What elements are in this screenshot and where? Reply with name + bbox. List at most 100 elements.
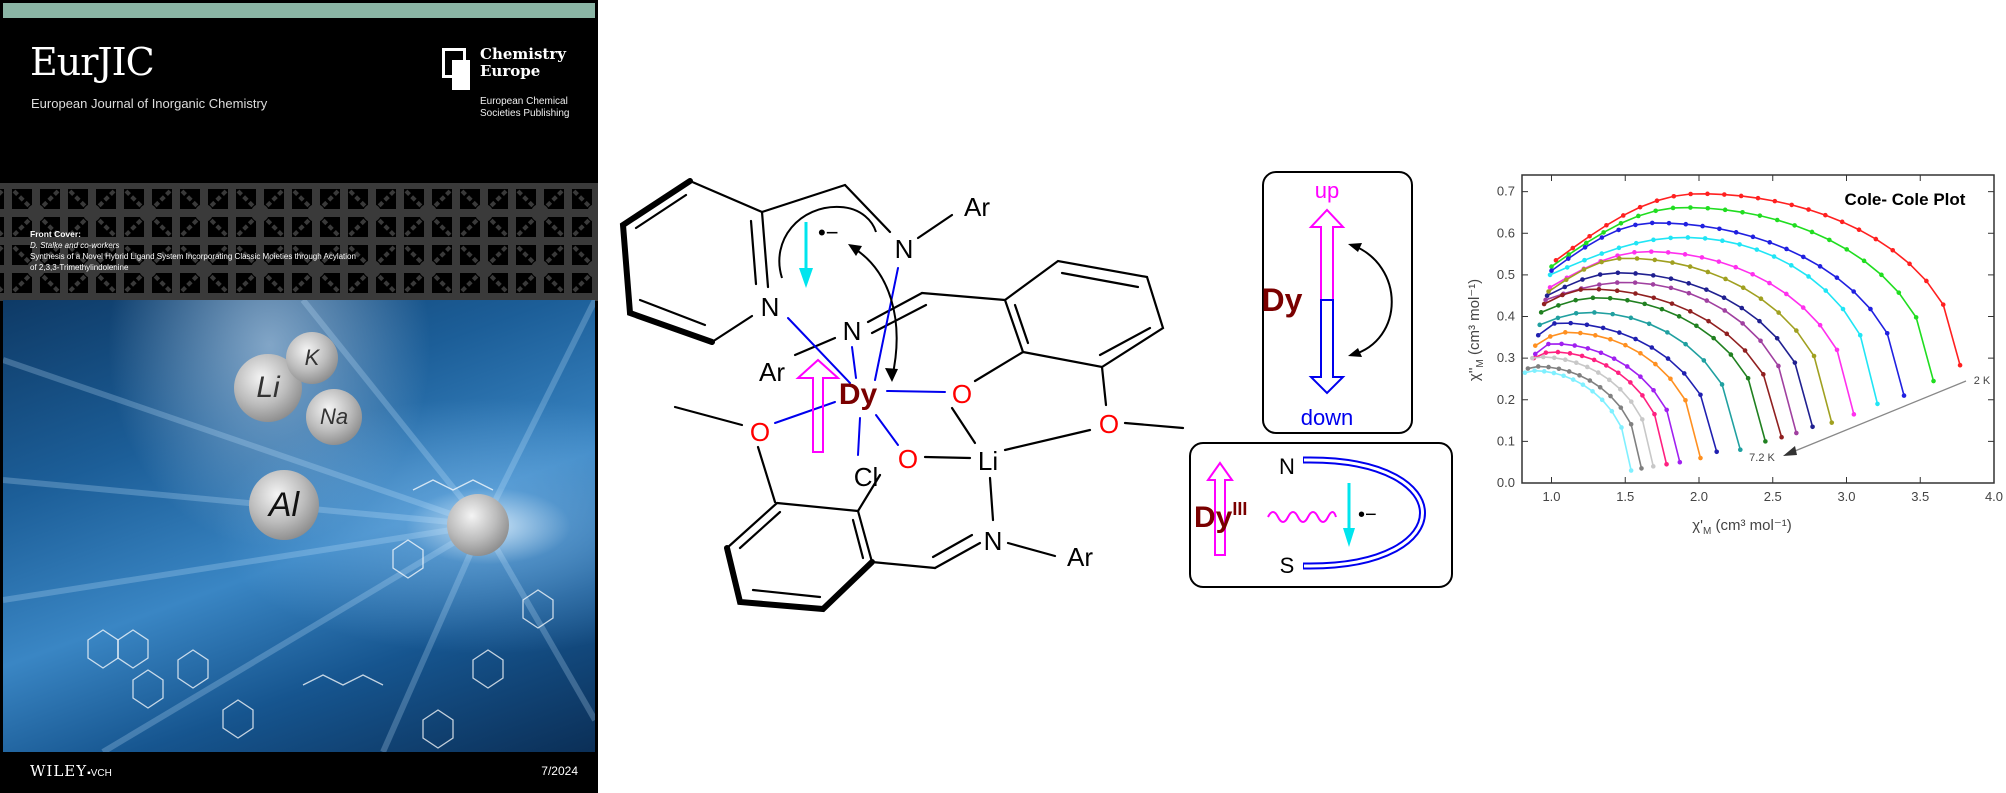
data-point bbox=[1683, 397, 1688, 403]
data-point bbox=[1817, 322, 1823, 328]
potassium-sphere: K bbox=[286, 332, 338, 384]
logo-line: Chemistry bbox=[480, 45, 566, 63]
data-point bbox=[1610, 311, 1615, 317]
data-point bbox=[1750, 234, 1756, 240]
data-point bbox=[1688, 205, 1693, 210]
series-line bbox=[1546, 272, 1814, 428]
series-s8 bbox=[1543, 280, 1799, 436]
data-point bbox=[1758, 296, 1764, 302]
radical-label: •− bbox=[1358, 504, 1377, 526]
y-tick-label: 0.6 bbox=[1497, 225, 1515, 240]
annotation-2k: 2 K bbox=[1974, 375, 1991, 387]
data-point bbox=[1573, 297, 1578, 303]
data-point bbox=[1650, 464, 1656, 469]
data-point bbox=[1722, 207, 1728, 213]
data-point bbox=[1719, 382, 1725, 387]
data-point bbox=[1763, 439, 1768, 444]
data-point bbox=[1901, 393, 1907, 398]
data-point bbox=[1651, 295, 1657, 301]
data-point bbox=[1615, 370, 1621, 376]
journal-title: EurJIC bbox=[30, 40, 155, 84]
data-point bbox=[1810, 424, 1815, 430]
data-point bbox=[1582, 245, 1588, 250]
sphere-label: Na bbox=[319, 404, 349, 429]
series-line bbox=[1549, 236, 1879, 405]
y-tick-label: 0.0 bbox=[1497, 475, 1515, 490]
data-point bbox=[1651, 387, 1656, 393]
exchange-coupling-box: DyIII •− N S bbox=[1189, 442, 1453, 588]
y-tick-label: 0.1 bbox=[1497, 433, 1515, 448]
data-point bbox=[1585, 364, 1590, 370]
x-tick-label: 3.0 bbox=[1837, 489, 1855, 504]
atom-ar-left: Ar bbox=[759, 357, 785, 387]
data-point bbox=[1779, 434, 1784, 440]
data-point bbox=[1572, 343, 1577, 348]
dy-spin-up-arrow bbox=[795, 358, 841, 453]
data-point bbox=[1646, 321, 1652, 327]
arrowhead-icon bbox=[1348, 243, 1362, 252]
data-point bbox=[1636, 213, 1641, 219]
data-point bbox=[1687, 264, 1693, 269]
data-point bbox=[1784, 291, 1789, 297]
data-point bbox=[1738, 193, 1744, 199]
logo-line: Europe bbox=[480, 62, 541, 80]
data-point bbox=[1794, 328, 1799, 333]
data-point bbox=[1614, 288, 1620, 294]
x-axis-label: χ'M (cm³ mol⁻¹) bbox=[1692, 517, 1792, 537]
data-point bbox=[1687, 309, 1693, 314]
spin-flip-arrow bbox=[1351, 244, 1393, 356]
data-point bbox=[1649, 345, 1655, 350]
data-point bbox=[1591, 357, 1597, 363]
data-point bbox=[1755, 195, 1761, 201]
chemistry-europe-logo: Chemistry Europe European Chemical Socie… bbox=[442, 45, 587, 128]
data-point bbox=[1566, 369, 1572, 374]
data-point bbox=[1561, 373, 1566, 379]
data-point bbox=[1801, 254, 1806, 260]
data-point bbox=[1670, 205, 1676, 211]
chart-title: Cole- Cole Plot bbox=[1845, 190, 1966, 209]
logo-square-icon bbox=[452, 60, 470, 90]
publisher-name: WILEY bbox=[30, 762, 88, 780]
data-point bbox=[1851, 289, 1856, 294]
data-point bbox=[1615, 270, 1621, 276]
data-point bbox=[1750, 271, 1755, 277]
data-point bbox=[1638, 350, 1643, 356]
data-point bbox=[1633, 240, 1639, 246]
y-label-main: χ'' bbox=[1466, 367, 1483, 381]
data-point bbox=[1563, 330, 1568, 335]
data-point bbox=[1638, 374, 1643, 379]
sphere-label: Al bbox=[268, 485, 300, 524]
data-point bbox=[1543, 350, 1549, 355]
front-cover-label: Front Cover: bbox=[30, 229, 81, 239]
data-point bbox=[1740, 209, 1745, 215]
data-point bbox=[1573, 311, 1579, 316]
data-point bbox=[1834, 275, 1840, 280]
logo-sub-line: European Chemical bbox=[480, 96, 568, 107]
dy-label: Dy bbox=[1262, 282, 1303, 318]
logo-subtext: European Chemical Societies Publishing bbox=[480, 96, 570, 120]
data-point bbox=[1767, 240, 1773, 245]
data-point bbox=[1834, 347, 1840, 353]
data-point bbox=[1676, 314, 1682, 319]
data-point bbox=[1632, 280, 1638, 285]
lattice-pattern bbox=[0, 183, 598, 301]
data-point bbox=[1617, 256, 1622, 261]
data-point bbox=[1698, 392, 1703, 398]
x-tick-label: 3.5 bbox=[1911, 489, 1929, 504]
data-point bbox=[1544, 293, 1550, 299]
data-point bbox=[1637, 204, 1643, 210]
data-point bbox=[1606, 377, 1612, 383]
y-tick-label: 0.7 bbox=[1497, 184, 1515, 199]
plot-frame bbox=[1521, 174, 1995, 484]
data-point bbox=[1705, 191, 1710, 197]
data-point bbox=[1623, 342, 1628, 348]
sphere-label: K bbox=[304, 345, 320, 370]
data-point bbox=[1597, 272, 1603, 277]
data-point bbox=[1598, 350, 1604, 356]
data-point bbox=[1817, 264, 1823, 269]
data-point bbox=[1634, 256, 1640, 261]
series-line bbox=[1555, 193, 1961, 366]
